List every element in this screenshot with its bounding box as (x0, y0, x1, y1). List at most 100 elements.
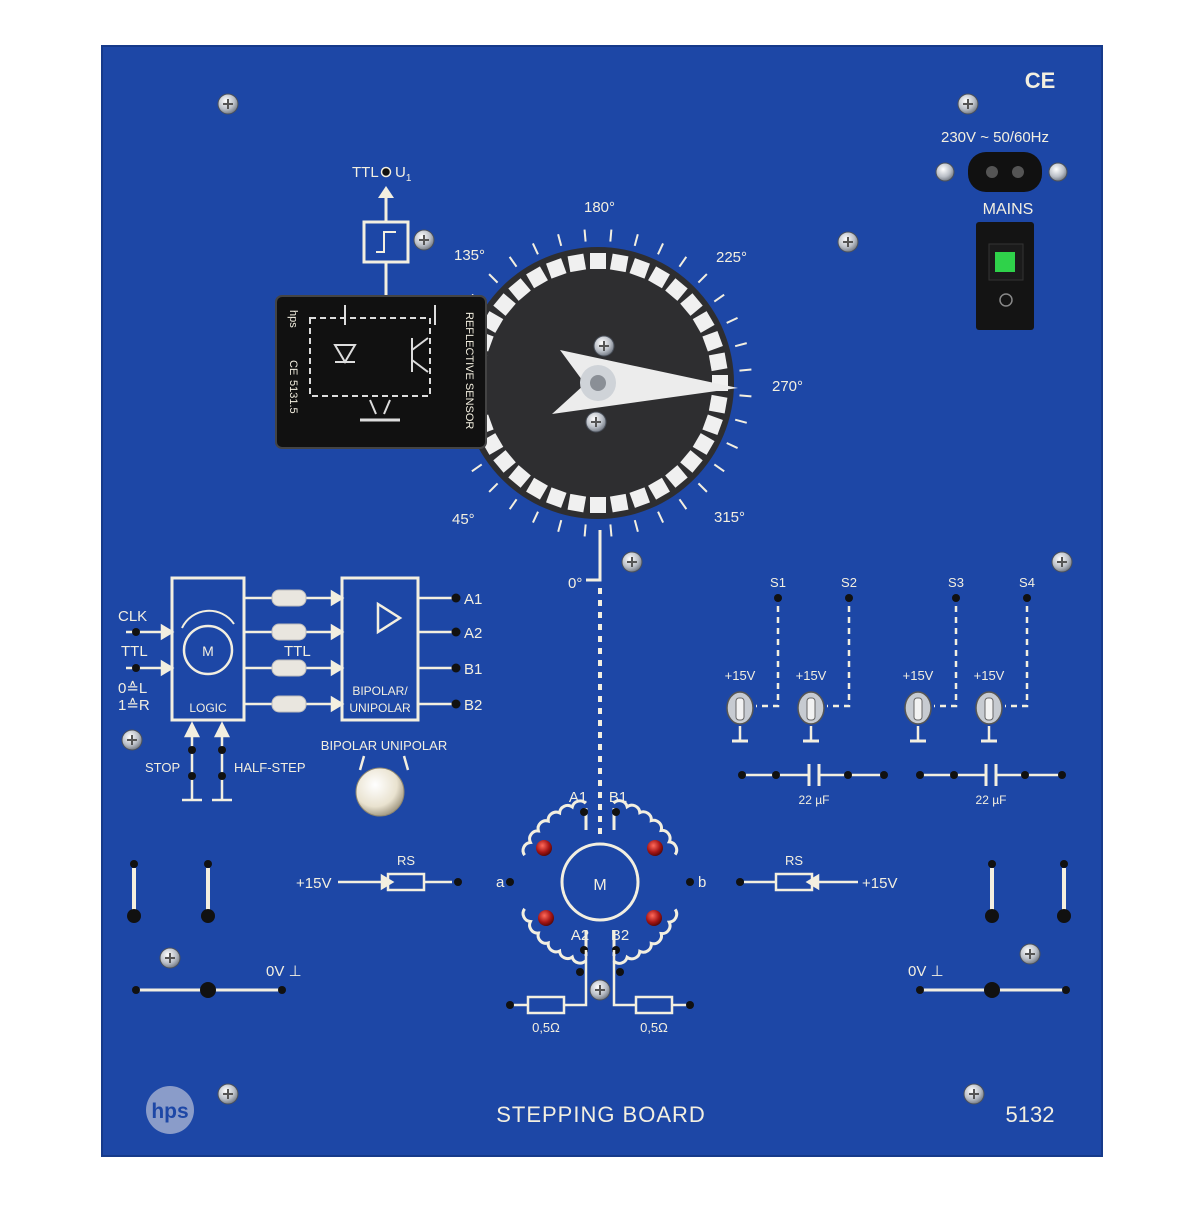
svg-text:hps: hps (151, 1100, 188, 1123)
ground-socket[interactable] (916, 986, 924, 994)
bridge-socket[interactable] (1057, 909, 1071, 923)
sensor-module-title: REFLECTIVE SENSOR (463, 312, 475, 429)
dial-tick (531, 243, 539, 255)
halfstep-ground-socket[interactable] (218, 772, 226, 780)
reflective-sensor-module[interactable]: hps REFLECTIVE SENSOR 5131.5 CE (275, 295, 487, 449)
ground-socket[interactable] (984, 982, 1000, 998)
dial-tick (583, 229, 587, 242)
dial-tick (633, 233, 639, 247)
mode-selector-knob[interactable] (355, 767, 405, 817)
sensor-module-ce: CE (287, 360, 299, 375)
ce-mark: CE (1025, 68, 1056, 93)
center-tap-b-socket[interactable] (686, 878, 694, 886)
logic-bus (244, 589, 345, 713)
dial-tick (583, 524, 587, 537)
output-socket-b2[interactable] (451, 699, 461, 709)
dial-segment (508, 465, 531, 488)
capacitor-socket[interactable] (1058, 771, 1066, 779)
sense-socket[interactable] (774, 594, 782, 602)
output-socket-a1[interactable] (451, 593, 461, 603)
rs-left-socket[interactable] (454, 878, 462, 886)
capacitor-socket[interactable] (950, 771, 958, 779)
dial-tick (557, 519, 563, 533)
rs-right-socket[interactable] (736, 878, 744, 886)
halfstep-socket[interactable] (218, 746, 226, 754)
bridge-socket[interactable] (988, 860, 996, 868)
shunt-right-socket[interactable] (686, 1001, 694, 1009)
sense-label-s2: S2 (841, 575, 857, 590)
capacitor-socket[interactable] (738, 771, 746, 779)
sense-socket[interactable] (845, 594, 853, 602)
dial-segment (590, 497, 606, 513)
shunt-left-socket[interactable] (506, 1001, 514, 1009)
mains-switch[interactable] (976, 222, 1034, 330)
supply-label-4: +15V (974, 668, 1005, 683)
output-socket-a2[interactable] (451, 627, 461, 637)
power-inlet[interactable] (968, 152, 1042, 192)
capacitor-socket[interactable] (844, 771, 852, 779)
center-tap-a-socket[interactable] (506, 878, 514, 886)
clk-socket[interactable] (132, 628, 140, 636)
capacitor-socket[interactable] (916, 771, 924, 779)
bridge-socket[interactable] (204, 860, 212, 868)
led-a1 (536, 840, 552, 856)
rs-left-label: RS (397, 853, 415, 868)
direction-socket[interactable] (132, 664, 140, 672)
dial-tick (739, 368, 752, 372)
stop-socket[interactable] (188, 746, 196, 754)
ground-right-label: 0V ⊥ (908, 963, 944, 980)
bridge-socket[interactable] (1060, 860, 1068, 868)
stop-ground-socket[interactable] (188, 772, 196, 780)
logic-motor-symbol: M (202, 643, 214, 659)
coil-socket[interactable] (612, 808, 620, 816)
sense-label-s3: S3 (948, 575, 964, 590)
dial-segment (680, 293, 703, 316)
sense-socket[interactable] (952, 594, 960, 602)
direction-right-label: 1≙R (118, 697, 150, 714)
power-rating: 230V ~ 50/60Hz (941, 129, 1049, 146)
ground-socket[interactable] (200, 982, 216, 998)
dial-tick (532, 511, 539, 524)
coil-socket[interactable] (580, 808, 588, 816)
dial-tick (633, 519, 639, 533)
dial-tick (471, 463, 483, 473)
bridge-socket[interactable] (127, 909, 141, 923)
ground-socket[interactable] (132, 986, 140, 994)
coil-label-b1: B1 (609, 789, 627, 806)
dial-tick (697, 273, 708, 284)
dial-tick (488, 273, 499, 284)
ground-left-label: 0V ⊥ (266, 963, 302, 980)
dial-segment (493, 450, 516, 473)
sensor-output-socket[interactable] (380, 166, 392, 178)
output-label-a1: A1 (464, 591, 482, 608)
output-socket-b1[interactable] (451, 663, 461, 673)
bridge-socket[interactable] (201, 909, 215, 923)
capacitor-socket[interactable] (772, 771, 780, 779)
dial-segment (708, 394, 728, 414)
motor-coil (612, 799, 679, 856)
motor-symbol: M (593, 877, 606, 894)
dial-segment (692, 311, 715, 333)
shunt-right-label: 0,5Ω (640, 1020, 668, 1035)
dial-segment (702, 331, 723, 352)
shunt-left-label: 0,5Ω (532, 1020, 560, 1035)
dial-segment (680, 450, 703, 473)
dial-segment (629, 487, 650, 508)
dial-tick (713, 293, 725, 303)
stepper-motor-diagram: M (521, 799, 679, 965)
angle-label-45: 45° (452, 511, 475, 528)
ground-socket[interactable] (1062, 986, 1070, 994)
capacitor-socket[interactable] (1021, 771, 1029, 779)
dial-pointer[interactable] (552, 350, 738, 414)
led-b2 (646, 910, 662, 926)
dial-tick (726, 316, 738, 324)
capacitor-socket[interactable] (880, 771, 888, 779)
ground-socket[interactable] (278, 986, 286, 994)
coil-label-a1: A1 (569, 789, 587, 806)
bridge-socket[interactable] (985, 909, 999, 923)
bridge-socket[interactable] (130, 860, 138, 868)
rs-right-label: RS (785, 853, 803, 868)
led-b1 (647, 840, 663, 856)
sense-socket[interactable] (1023, 594, 1031, 602)
